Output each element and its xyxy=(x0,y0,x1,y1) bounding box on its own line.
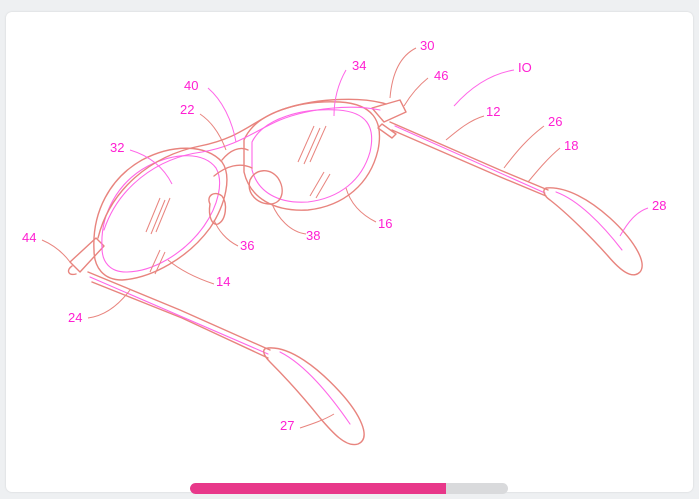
label-28: 28 xyxy=(652,198,666,213)
label-44: 44 xyxy=(22,230,36,245)
scroll-progress-fill xyxy=(190,483,446,494)
scroll-progress-bar[interactable] xyxy=(190,483,508,494)
label-46: 46 xyxy=(434,68,448,83)
label-10: IO xyxy=(518,60,532,75)
figure-panel xyxy=(6,12,693,492)
label-16: 16 xyxy=(378,216,392,231)
label-32: 32 xyxy=(110,140,124,155)
label-12: 12 xyxy=(486,104,500,119)
brow-bar xyxy=(97,98,387,239)
label-34: 34 xyxy=(352,58,366,73)
label-36: 36 xyxy=(240,238,254,253)
label-26: 26 xyxy=(548,114,562,129)
reference-numerals: 30 34 46 IO 40 22 12 26 32 18 28 16 38 3… xyxy=(22,38,666,433)
label-40: 40 xyxy=(184,78,198,93)
label-27: 27 xyxy=(280,418,294,433)
label-14: 14 xyxy=(216,274,230,289)
hinges xyxy=(67,99,407,276)
near-temple xyxy=(87,271,365,446)
label-18: 18 xyxy=(564,138,578,153)
label-38: 38 xyxy=(306,228,320,243)
left-lens xyxy=(93,147,228,281)
label-24: 24 xyxy=(68,310,82,325)
bridge xyxy=(208,147,283,225)
label-22: 22 xyxy=(180,102,194,117)
leader-lines xyxy=(41,47,649,429)
label-30: 30 xyxy=(420,38,434,53)
far-temple xyxy=(389,121,643,276)
